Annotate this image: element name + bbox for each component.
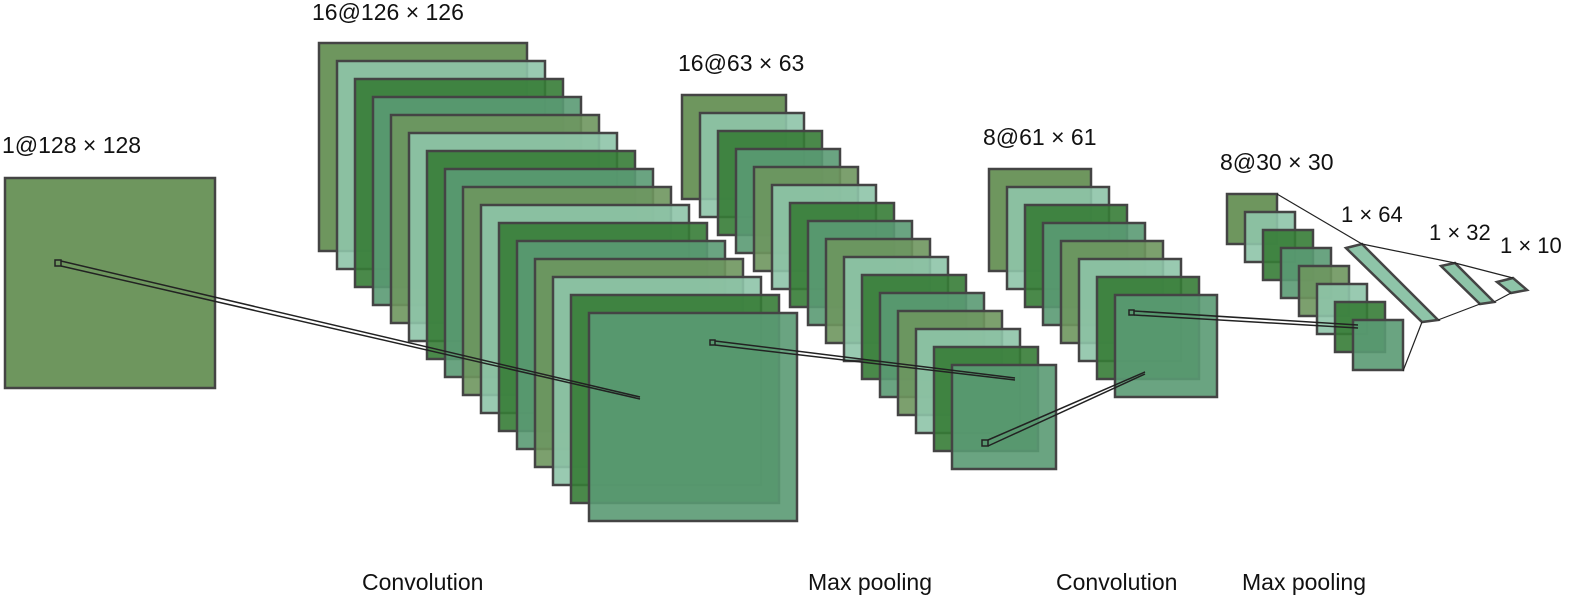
link-pool2-dense64-b [1402,321,1423,372]
stack-pool1-map [950,363,1058,471]
dense-layer-10 [1494,276,1530,295]
link-input-conv1-b [60,265,641,400]
layer-label-conv1: 16@126 × 126 [312,0,464,25]
link-dense64-dense32-b [1437,303,1481,321]
receptive-field-pool1 [981,439,989,447]
layer-label-pool1: 16@63 × 63 [678,50,804,76]
link-conv1-pool1-b [714,344,1016,381]
operation-label-max-pooling-1: Max pooling [808,569,932,595]
link-dense32-dense10-a [1454,262,1514,279]
layer-label-dense1: 1 × 64 [1341,202,1403,227]
connection-lines [54,193,1514,447]
layer-label-output: 1 × 10 [1500,233,1562,258]
layer-label-input: 1@128 × 128 [2,132,141,158]
link-dense32-dense10-b [1493,292,1512,303]
stack-pool1 [680,93,1058,471]
link-pool2-dense64-a [1276,193,1363,245]
link-conv2-pool2-b [1133,314,1359,329]
layer-label-pool2: 8@30 × 30 [1220,149,1334,175]
layer-label-conv2: 8@61 × 61 [983,124,1097,150]
operation-label-max-pooling-2: Max pooling [1242,569,1366,595]
layer-label-dense2: 1 × 32 [1429,220,1491,245]
link-conv1-pool1-a [714,340,1016,379]
receptive-field-input [54,259,62,267]
link-dense64-dense32-a [1361,243,1456,264]
link-input-conv1-a [60,260,641,398]
stack-conv1-map [587,311,799,523]
stack-pool2-map [1351,318,1405,372]
dense-layer-32 [1438,261,1497,306]
link-pool1-conv2-a [987,371,1146,441]
receptive-field-conv1 [709,339,716,346]
input-image [3,176,217,390]
receptive-field-conv2 [1128,309,1135,316]
stack-conv2 [987,167,1219,399]
feature-map-stacks [3,41,1405,523]
link-conv2-pool2-a [1133,310,1359,326]
operation-label-convolution-1: Convolution [362,569,483,595]
operation-label-convolution-2: Convolution [1056,569,1177,595]
link-pool1-conv2-b [987,373,1146,447]
stack-conv1 [317,41,799,523]
